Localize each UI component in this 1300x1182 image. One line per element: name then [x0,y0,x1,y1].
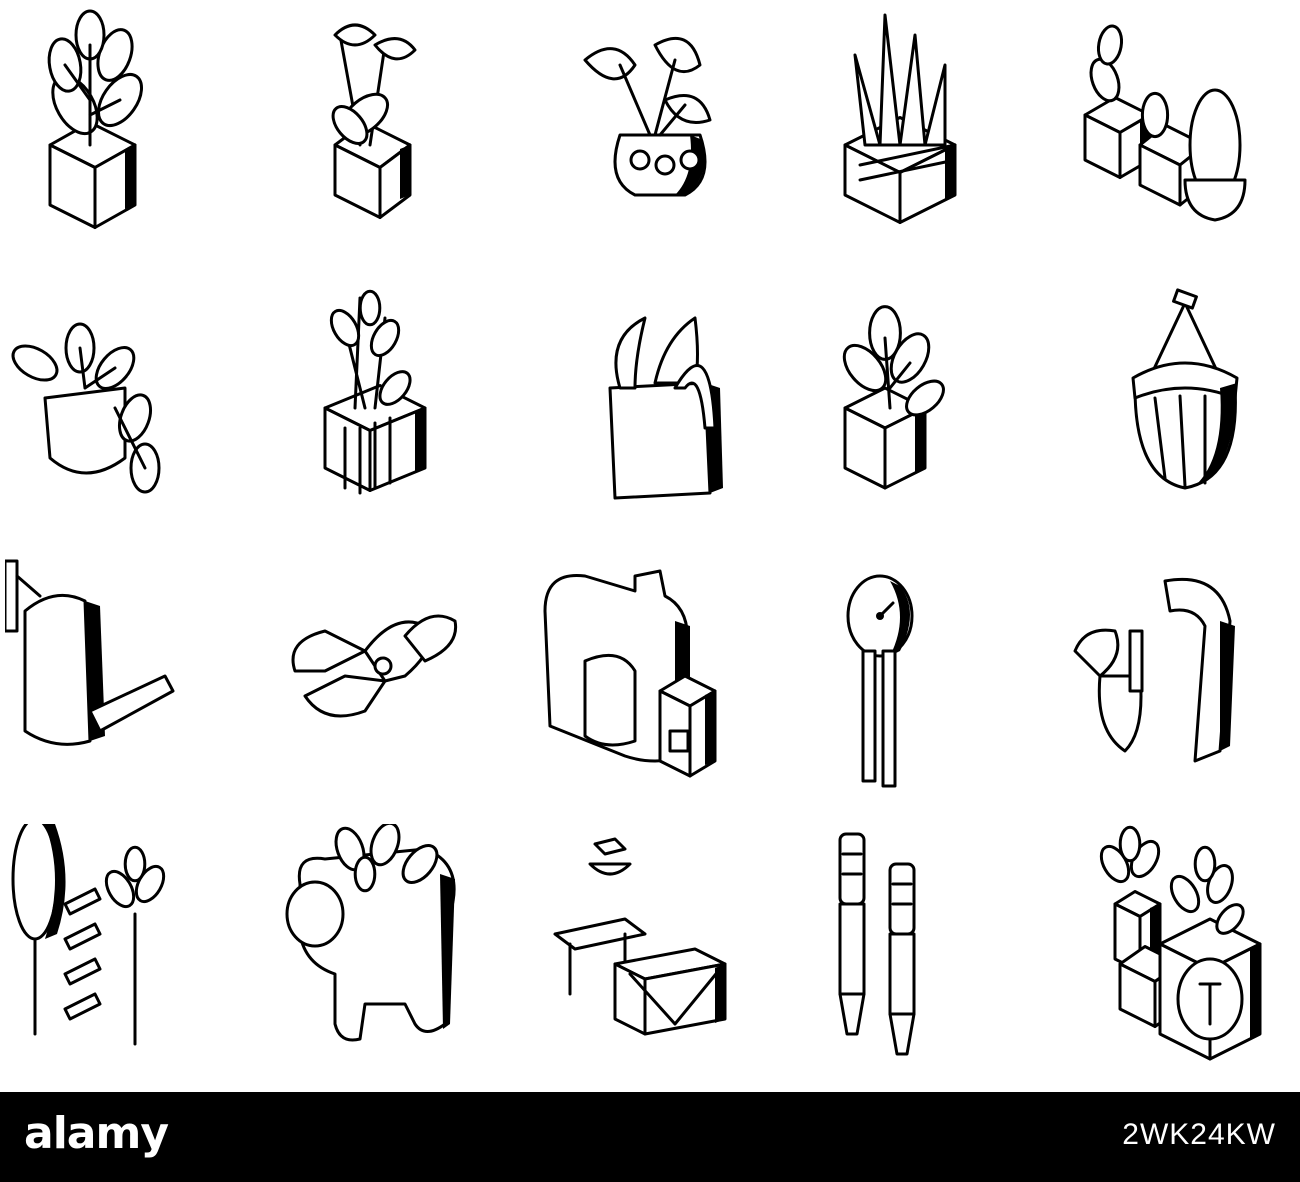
potted-plant-icon [47,9,144,229]
soil-thermometer-icon [846,574,914,788]
fertilizer-bottle-icon [543,569,717,778]
grow-light-icon [11,824,166,1046]
hanging-ivy-pot-icon [11,322,161,494]
garden-trowel-icon [1073,577,1235,763]
anthurium-icon [583,36,712,197]
stock-id: 2WK24KW [1122,1118,1276,1151]
succulent-set-icon [1083,24,1247,222]
dracaena-pot-icon [608,316,723,500]
orchid-icon [331,23,417,219]
pruning-shears-icon [291,614,458,718]
stakes-icon [838,832,916,1056]
icon-grid [5,9,1262,1061]
footer-bar: alamy 2WK24KW [0,1092,1300,1182]
animal-planter-icon [285,824,456,1042]
lucky-bamboo-icon [323,289,427,495]
plant-shelf-icon [553,837,727,1036]
plant-set-icon [1099,825,1262,1061]
snake-plant-icon [843,13,957,224]
rubber-plant-icon [842,305,945,490]
hanging-basket-icon [1131,288,1239,490]
watering-can-icon [5,559,175,746]
brand-logo[interactable]: alamy [24,1108,169,1159]
